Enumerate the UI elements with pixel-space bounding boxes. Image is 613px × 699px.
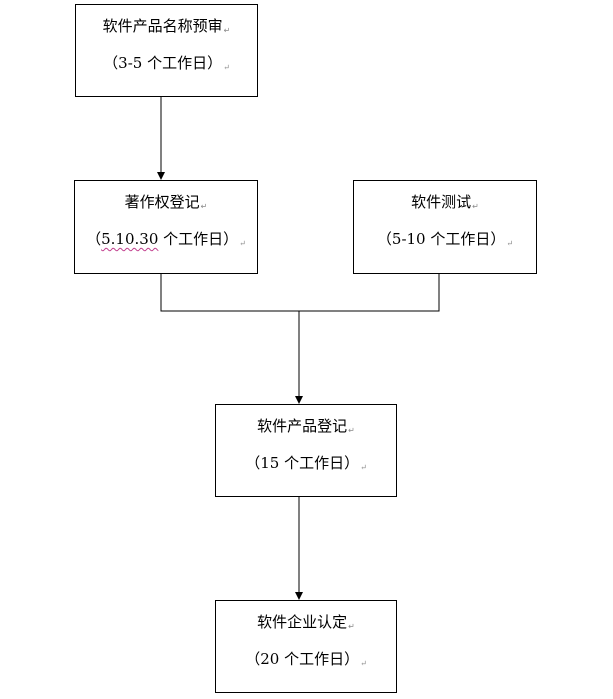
step-product-registration-title-line: 软件产品登记↵ bbox=[216, 417, 396, 440]
step-enterprise-certification-box: 软件企业认定↵ （20 个工作日）↵ bbox=[215, 600, 397, 693]
paragraph-mark-icon: ↵ bbox=[472, 202, 479, 211]
step-copyright-registration-duration-line: （5.10.30 个工作日）↵ bbox=[75, 230, 257, 253]
step-software-testing-title: 软件测试 bbox=[411, 193, 472, 211]
paragraph-mark-icon: ↵ bbox=[200, 202, 208, 211]
paragraph-mark-icon: ↵ bbox=[348, 426, 355, 435]
step-name-review-duration-line: （3-5 个工作日）↵ bbox=[76, 54, 257, 77]
step-name-review-title-line: 软件产品名称预审↵ bbox=[76, 17, 257, 40]
step-product-registration-box: 软件产品登记↵ （15 个工作日）↵ bbox=[215, 404, 397, 497]
step-enterprise-certification-title-line: 软件企业认定↵ bbox=[216, 613, 396, 636]
step-software-testing-box: 软件测试↵ （5-10 个工作日）↵ bbox=[353, 180, 537, 274]
step-software-testing-duration-line: （5-10 个工作日）↵ bbox=[354, 230, 536, 253]
step-name-review-box: 软件产品名称预审↵ （3-5 个工作日）↵ bbox=[75, 4, 258, 97]
step-copyright-registration-title-line: 著作权登记↵ bbox=[75, 193, 257, 216]
paragraph-mark-icon: ↵ bbox=[360, 463, 367, 472]
step-name-review-title: 软件产品名称预审 bbox=[102, 17, 223, 35]
spellcheck-marked-text: 5.10.30 bbox=[101, 230, 159, 248]
step-copyright-registration-box: 著作权登记↵ （5.10.30 个工作日）↵ bbox=[74, 180, 258, 274]
paragraph-mark-icon: ↵ bbox=[239, 239, 246, 248]
paragraph-mark-icon: ↵ bbox=[223, 26, 231, 35]
step-software-testing-duration: （5-10 个工作日） bbox=[376, 230, 506, 248]
merge-connector bbox=[160, 274, 440, 312]
step-product-registration-title: 软件产品登记 bbox=[257, 417, 348, 435]
step-copyright-registration-title: 著作权登记 bbox=[124, 193, 200, 211]
paragraph-mark-icon: ↵ bbox=[360, 659, 367, 668]
step-product-registration-duration: （15 个工作日） bbox=[245, 454, 360, 472]
paragraph-mark-icon: ↵ bbox=[506, 239, 514, 248]
step-enterprise-certification-title: 软件企业认定 bbox=[257, 613, 348, 631]
duration-open-paren: （ bbox=[86, 230, 102, 248]
step-enterprise-certification-duration: （20 个工作日） bbox=[245, 650, 360, 668]
step-software-testing-title-line: 软件测试↵ bbox=[354, 193, 536, 216]
paragraph-mark-icon: ↵ bbox=[348, 622, 355, 631]
step-product-registration-duration-line: （15 个工作日）↵ bbox=[216, 454, 396, 477]
duration-rest: 个工作日） bbox=[158, 230, 239, 248]
paragraph-mark-icon: ↵ bbox=[223, 63, 230, 72]
step-name-review-duration: （3-5 个工作日） bbox=[103, 54, 223, 72]
step-enterprise-certification-duration-line: （20 个工作日）↵ bbox=[216, 650, 396, 673]
